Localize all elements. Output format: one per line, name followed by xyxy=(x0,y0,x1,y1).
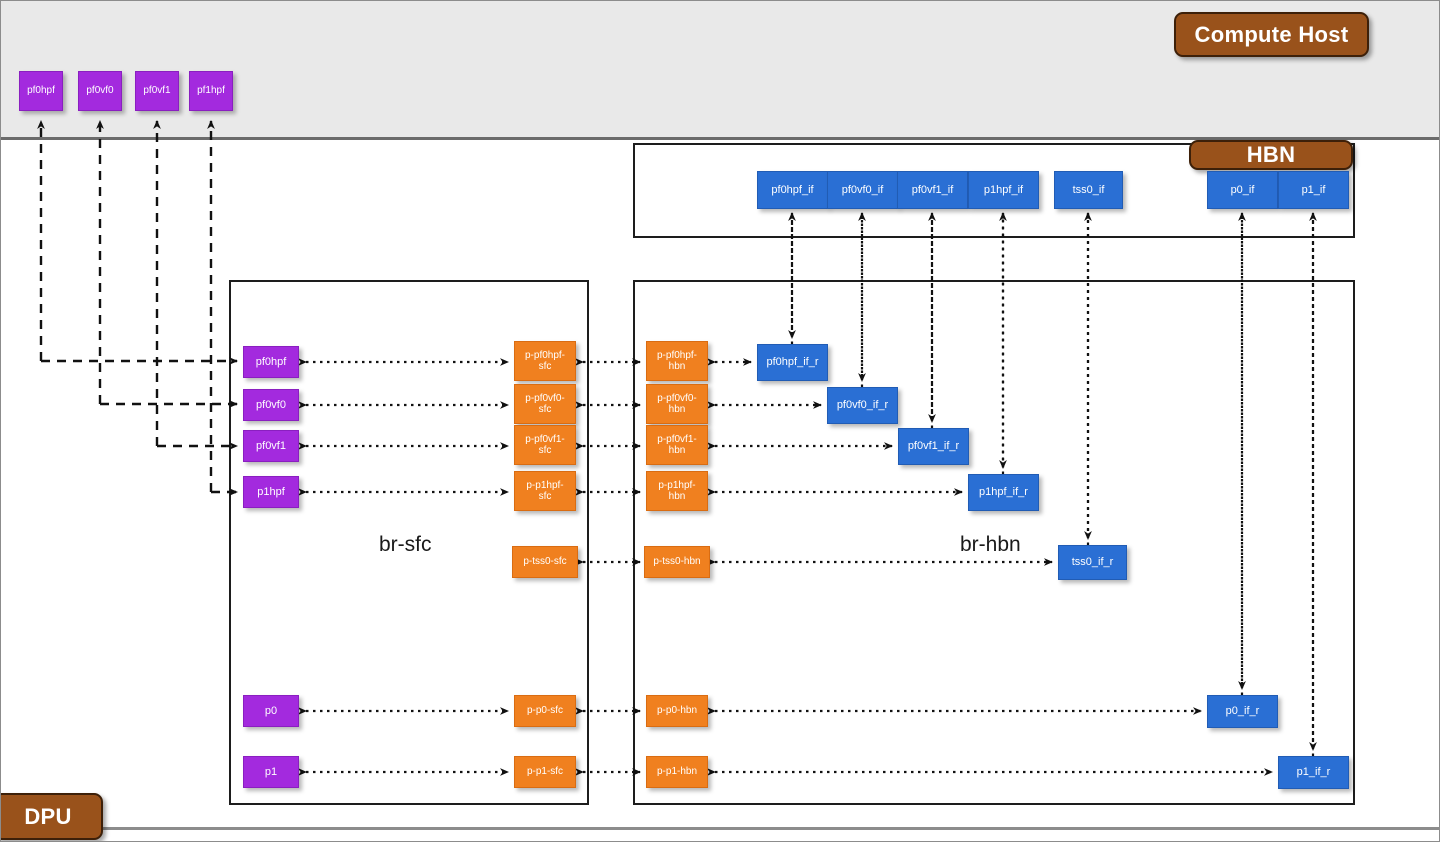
hbn-port-node[interactable]: p-p1hpf-hbn xyxy=(646,471,708,511)
hbn-port-node[interactable]: p-p0-hbn xyxy=(646,695,708,727)
sfc-port-node[interactable]: p-tss0-sfc xyxy=(512,546,578,578)
hbn-iface-node[interactable]: tss0_if xyxy=(1054,171,1123,209)
hbn-iface-node[interactable]: p0_if xyxy=(1207,171,1278,209)
dpu-badge: DPU xyxy=(1,793,103,840)
host-rep-node-label: pf0vf1 xyxy=(143,85,171,97)
hbn-port-node[interactable]: p-tss0-hbn xyxy=(644,546,710,578)
hbn-port-node-label: p-pf0hpf-hbn xyxy=(656,349,698,373)
sfc-port-node[interactable]: p-p0-sfc xyxy=(514,695,576,727)
sfc-rep-node-label: pf0vf0 xyxy=(256,398,286,411)
hbn-iface-node-label: p0_if xyxy=(1230,183,1255,196)
sfc-port-node-label: p-pf0vf1-sfc xyxy=(525,433,565,457)
sfc-rep-node-label: p1hpf xyxy=(257,485,285,498)
sfc-port-node-label: p-pf0vf0-sfc xyxy=(525,392,565,416)
hbn-iface-node-label: tss0_if xyxy=(1072,183,1105,196)
host-rep-node[interactable]: pf0vf1 xyxy=(135,71,179,111)
host-rep-node-label: pf0vf0 xyxy=(86,85,114,97)
br-sfc-label: br-sfc xyxy=(379,533,432,556)
sfc-port-node-label: p-p1-sfc xyxy=(526,766,564,778)
sfc-rep-node[interactable]: p0 xyxy=(243,695,299,727)
hbn-port-node-label: p-p1-hbn xyxy=(656,766,698,778)
hbn-rep-node[interactable]: pf0vf0_if_r xyxy=(827,387,898,424)
br-hbn-label: br-hbn xyxy=(960,533,1021,556)
hbn-port-node-label: p-pf0vf0-hbn xyxy=(657,392,697,416)
host-rep-node-label: pf1hpf xyxy=(197,85,225,97)
host-rep-node[interactable]: pf0hpf xyxy=(19,71,63,111)
hbn-port-node-label: p-tss0-hbn xyxy=(653,556,701,568)
hbn-rep-node-label: pf0vf0_if_r xyxy=(836,399,889,412)
sfc-rep-node[interactable]: pf0vf0 xyxy=(243,389,299,421)
dpu-badge-label: DPU xyxy=(24,803,72,829)
hbn-iface-node[interactable]: pf0vf0_if xyxy=(827,171,898,209)
sfc-port-node[interactable]: p-pf0hpf-sfc xyxy=(514,341,576,381)
hbn-port-node[interactable]: p-p1-hbn xyxy=(646,756,708,788)
hbn-port-node[interactable]: p-pf0vf1-hbn xyxy=(646,425,708,465)
hbn-badge: HBN xyxy=(1189,140,1353,170)
hbn-rep-node-label: p1hpf_if_r xyxy=(979,486,1028,499)
sfc-rep-node-label: pf0vf1 xyxy=(256,439,286,452)
hbn-port-node[interactable]: p-pf0hpf-hbn xyxy=(646,341,708,381)
hbn-rep-node[interactable]: pf0hpf_if_r xyxy=(757,344,828,381)
hbn-rep-node[interactable]: p0_if_r xyxy=(1207,695,1278,728)
hbn-rep-node-label: pf0vf1_if_r xyxy=(907,440,960,453)
host-rep-node[interactable]: pf0vf0 xyxy=(78,71,122,111)
sfc-port-node-label: p-p1hpf-sfc xyxy=(526,479,564,503)
sfc-port-node[interactable]: p-p1-sfc xyxy=(514,756,576,788)
hbn-iface-node-label: pf0hpf_if xyxy=(771,183,814,196)
hbn-port-node-label: p-pf0vf1-hbn xyxy=(657,433,697,457)
sfc-rep-node-label: p0 xyxy=(264,704,278,717)
hbn-iface-node-label: p1_if xyxy=(1301,183,1326,196)
hbn-iface-node[interactable]: p1hpf_if xyxy=(968,171,1039,209)
hbn-rep-node-label: p0_if_r xyxy=(1225,705,1260,718)
compute-host-badge: Compute Host xyxy=(1174,12,1369,57)
sfc-port-node[interactable]: p-pf0vf0-sfc xyxy=(514,384,576,424)
hbn-iface-node[interactable]: pf0hpf_if xyxy=(757,171,828,209)
hbn-rep-node[interactable]: p1_if_r xyxy=(1278,756,1349,789)
hbn-port-node-label: p-p1hpf-hbn xyxy=(658,479,696,503)
hbn-rep-node[interactable]: tss0_if_r xyxy=(1058,545,1127,580)
sfc-rep-node[interactable]: pf0vf1 xyxy=(243,430,299,462)
sfc-port-node[interactable]: p-p1hpf-sfc xyxy=(514,471,576,511)
sfc-port-node[interactable]: p-pf0vf1-sfc xyxy=(514,425,576,465)
hbn-rep-node[interactable]: pf0vf1_if_r xyxy=(898,428,969,465)
hbn-rep-node-label: pf0hpf_if_r xyxy=(766,356,819,369)
hbn-rep-node-label: tss0_if_r xyxy=(1071,556,1114,569)
sfc-rep-node[interactable]: pf0hpf xyxy=(243,346,299,378)
sfc-rep-node[interactable]: p1 xyxy=(243,756,299,788)
host-rep-node-label: pf0hpf xyxy=(27,85,55,97)
hbn-iface-node-label: pf0vf1_if xyxy=(911,183,954,196)
hbn-badge-label: HBN xyxy=(1246,142,1296,167)
sfc-port-node-label: p-p0-sfc xyxy=(526,705,564,717)
hbn-iface-node-label: pf0vf0_if xyxy=(841,183,884,196)
hbn-iface-node[interactable]: p1_if xyxy=(1278,171,1349,209)
hbn-iface-node-label: p1hpf_if xyxy=(983,183,1024,196)
sfc-rep-node-label: pf0hpf xyxy=(255,355,287,368)
dpu-region xyxy=(1,827,1439,841)
hbn-port-node[interactable]: p-pf0vf0-hbn xyxy=(646,384,708,424)
sfc-rep-node[interactable]: p1hpf xyxy=(243,476,299,508)
sfc-port-node-label: p-tss0-sfc xyxy=(523,556,567,568)
sfc-port-node-label: p-pf0hpf-sfc xyxy=(524,349,566,373)
hbn-rep-node[interactable]: p1hpf_if_r xyxy=(968,474,1039,511)
hbn-iface-node[interactable]: pf0vf1_if xyxy=(897,171,968,209)
compute-host-badge-label: Compute Host xyxy=(1194,21,1349,47)
sfc-rep-node-label: p1 xyxy=(264,765,278,778)
host-rep-node[interactable]: pf1hpf xyxy=(189,71,233,111)
hbn-rep-node-label: p1_if_r xyxy=(1296,766,1331,779)
hbn-port-node-label: p-p0-hbn xyxy=(656,705,698,717)
